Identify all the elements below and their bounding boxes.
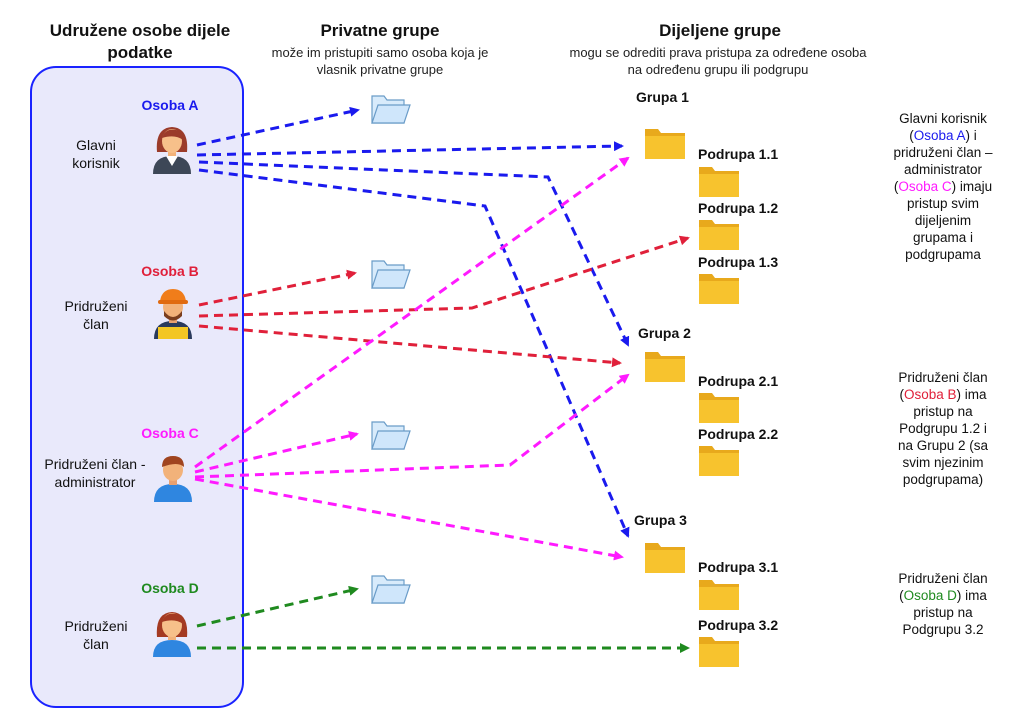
folder-icon[interactable] bbox=[698, 217, 740, 251]
worker-avatar-icon bbox=[154, 289, 192, 339]
shared-groups-title: Dijeljene grupe bbox=[659, 21, 781, 40]
person-d-name: Osoba D bbox=[141, 580, 199, 596]
arrow-d-private bbox=[196, 585, 359, 628]
folder-icon[interactable] bbox=[698, 271, 740, 305]
person-a-role: Glavni korisnik bbox=[72, 137, 120, 171]
person-b-name: Osoba B bbox=[141, 263, 199, 279]
folder-icon[interactable] bbox=[698, 634, 740, 668]
subgroup-1-3-label: Podrupa 1.3 bbox=[698, 254, 779, 270]
note-admin-access: Glavni korisnik (Osoba A) i pridruženi č… bbox=[893, 111, 993, 262]
note-person-b-access: Pridruženi član (Osoba B) ima pristup na… bbox=[897, 370, 989, 487]
subgroup-2-2-label: Podrupa 2.2 bbox=[698, 426, 779, 442]
subgroup-1-1-label: Podrupa 1.1 bbox=[698, 146, 779, 162]
subgroup-3-1-label: Podrupa 3.1 bbox=[698, 559, 779, 575]
group-2-label: Grupa 2 bbox=[638, 325, 691, 341]
subgroup-1-2-label: Podrupa 1.2 bbox=[698, 200, 779, 216]
person-b-role: Pridruženi član bbox=[64, 298, 128, 332]
group-1-label: Grupa 1 bbox=[636, 89, 689, 105]
arrow-b-group2 bbox=[198, 324, 622, 368]
arrow-c-private bbox=[194, 430, 359, 474]
open-folder-icon[interactable] bbox=[370, 257, 412, 291]
note-person-d-access: Pridruženi član (Osoba D) ima pristup na… bbox=[898, 571, 988, 637]
persons-header: Udružene osobe dijele podatke bbox=[49, 21, 231, 62]
folder-icon[interactable] bbox=[698, 390, 740, 424]
open-folder-icon[interactable] bbox=[370, 572, 412, 606]
folder-icon[interactable] bbox=[698, 164, 740, 198]
arrow-b-private bbox=[198, 269, 357, 307]
group-3-label: Grupa 3 bbox=[634, 512, 687, 528]
folder-icon[interactable] bbox=[644, 540, 686, 574]
woman-avatar-icon bbox=[153, 127, 191, 174]
arrow-a-private bbox=[196, 106, 360, 147]
woman-avatar-icon bbox=[153, 612, 191, 657]
private-groups-subtitle: može im pristupiti samo osoba koja je vl… bbox=[271, 45, 489, 77]
arrow-c-group1 bbox=[194, 156, 630, 469]
arrow-a-group3 bbox=[198, 168, 630, 538]
person-c-role: Pridruženi član - administrator bbox=[44, 456, 146, 490]
arrow-a-group1 bbox=[196, 141, 624, 157]
arrow-a-group2 bbox=[198, 160, 630, 347]
open-folder-icon[interactable] bbox=[370, 418, 412, 452]
private-groups-title: Privatne grupe bbox=[320, 21, 440, 40]
arrow-b-sub12 bbox=[198, 235, 690, 318]
folder-icon[interactable] bbox=[698, 577, 740, 611]
person-d-role: Pridruženi član bbox=[64, 618, 128, 652]
folder-icon[interactable] bbox=[644, 126, 686, 160]
arrow-c-group3 bbox=[194, 477, 624, 561]
man-avatar-icon bbox=[154, 456, 192, 502]
folder-icon[interactable] bbox=[644, 349, 686, 383]
shared-groups-subtitle: mogu se odrediti prava pristupa za određ… bbox=[569, 45, 867, 77]
person-a-name: Osoba A bbox=[141, 97, 199, 113]
persons-panel bbox=[30, 66, 244, 708]
subgroup-2-1-label: Podrupa 2.1 bbox=[698, 373, 779, 389]
folder-icon[interactable] bbox=[698, 443, 740, 477]
open-folder-icon[interactable] bbox=[370, 92, 412, 126]
person-c-name: Osoba C bbox=[141, 425, 199, 441]
subgroup-3-2-label: Podrupa 3.2 bbox=[698, 617, 779, 633]
arrow-c-group2 bbox=[194, 373, 630, 479]
